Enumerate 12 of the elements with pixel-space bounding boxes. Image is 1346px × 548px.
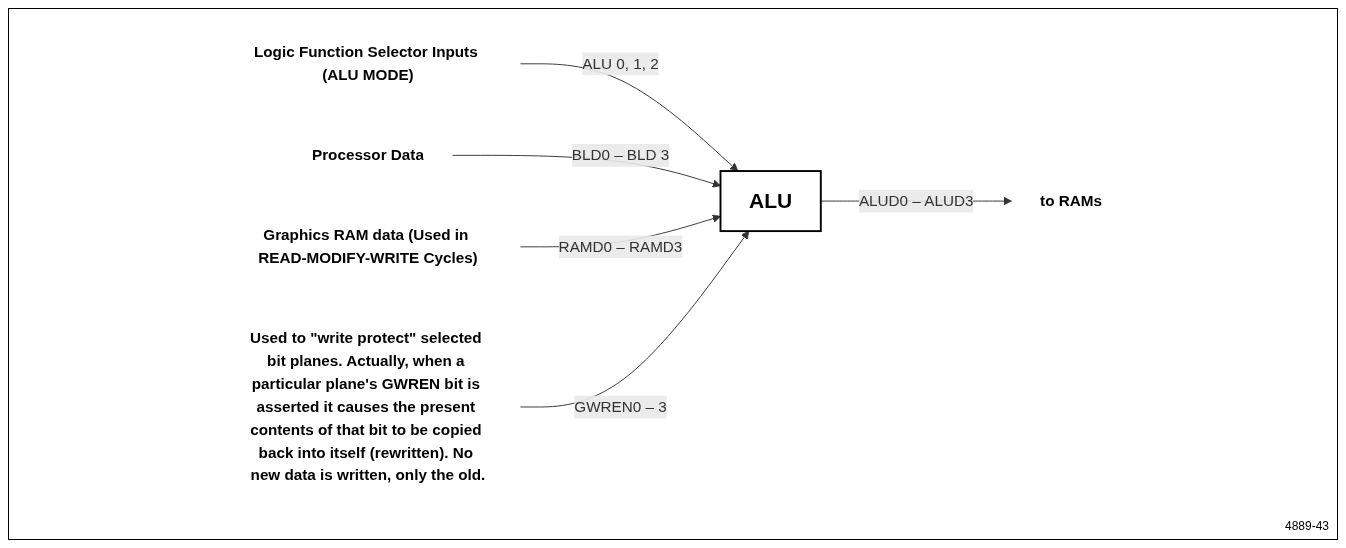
- figure-number: 4889-43: [1284, 519, 1329, 533]
- node-text: Used to "write protect" selected bit planes. Actually, when a particular plane's GWREN bit is asserted it causes the present contents of that bit to be copied back into itself (rewritten). No new data is written, only the old.: [250, 329, 486, 484]
- edge-label: RAMD0 – RAMD3: [558, 238, 683, 255]
- edge-label: ALUD0 – ALUD3: [858, 192, 974, 209]
- node-box: ALU: [719, 170, 822, 233]
- edge-label: BLD0 – BLD 3: [571, 146, 670, 163]
- node-text: to RAMs: [1040, 192, 1102, 209]
- edge-label: ALU 0, 1, 2: [582, 55, 659, 72]
- node-text: Processor Data: [311, 146, 424, 163]
- node-text: Graphics RAM data (Used in READ-MODIFY-WRITE Cycles): [258, 226, 478, 266]
- node-text: Logic Function Selector Inputs (ALU MODE): [253, 43, 478, 83]
- edge-label: GWREN0 – 3: [574, 398, 667, 415]
